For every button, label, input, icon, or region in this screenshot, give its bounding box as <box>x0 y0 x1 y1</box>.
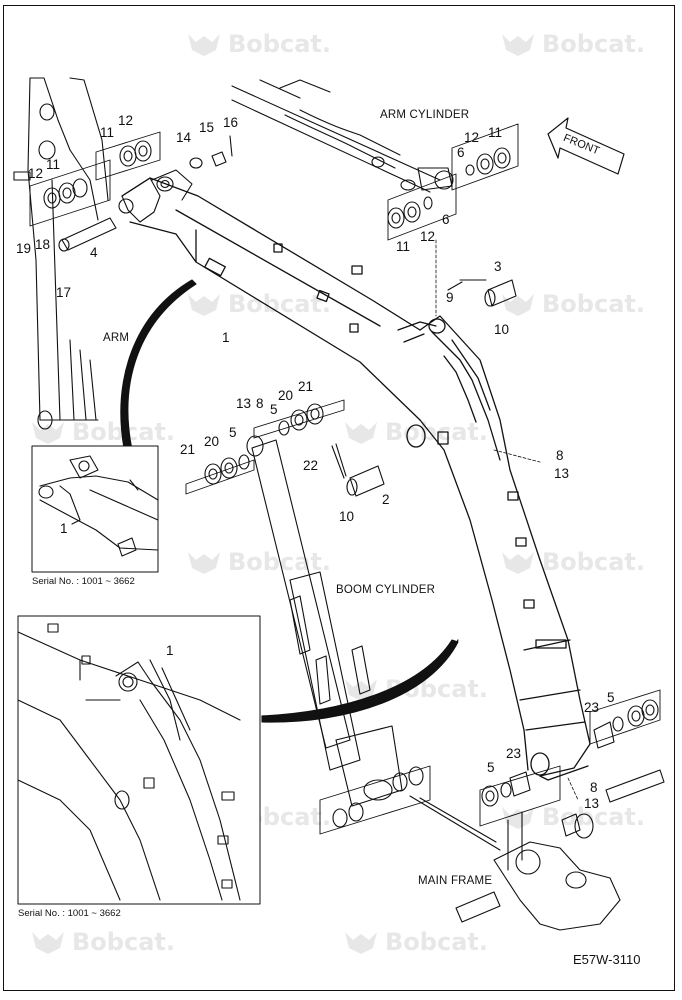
callout: 21 <box>180 442 196 457</box>
callout: 18 <box>35 237 51 252</box>
callout: 20 <box>204 434 220 449</box>
callout: 16 <box>223 115 239 130</box>
serial-upper-caption: Serial No. : 1001 ~ 3662 <box>32 576 135 587</box>
callout: 12 <box>464 130 480 145</box>
callout: 20 <box>278 388 294 403</box>
boom-cylinder <box>246 435 403 807</box>
callout: 5 <box>270 402 278 417</box>
callout: 4 <box>90 245 98 260</box>
callout: 13 <box>554 466 570 481</box>
bobcat-head-icon <box>500 803 536 831</box>
callout: 13 <box>584 796 600 811</box>
watermark: Bobcat. <box>500 290 645 318</box>
callout: 13 <box>236 396 252 411</box>
callout: 12 <box>28 166 44 181</box>
callout: 11 <box>488 125 503 140</box>
callout: 2 <box>382 492 390 507</box>
watermark: Bobcat. <box>500 30 645 58</box>
callout: 23 <box>584 700 600 715</box>
callout: 8 <box>590 780 598 795</box>
boom-cylinder-caption: BOOM CYLINDER <box>336 584 436 596</box>
watermark: Bobcat. <box>500 548 645 576</box>
serial-lower-caption: Serial No. : 1001 ~ 3662 <box>18 908 121 919</box>
callout: 1 <box>60 521 68 536</box>
inset-serial-upper <box>31 445 159 573</box>
callout: 5 <box>487 760 495 775</box>
watermark: Bobcat. <box>30 928 175 956</box>
callout: 11 <box>100 125 115 140</box>
callout: 8 <box>256 396 264 411</box>
arm-cylinder-caption: ARM CYLINDER <box>380 109 470 121</box>
callout: 23 <box>506 746 522 761</box>
bobcat-head-icon <box>30 418 66 446</box>
page-border <box>3 5 675 991</box>
callout: 12 <box>118 113 134 128</box>
arm-outline <box>13 77 109 430</box>
arm-cylinder <box>231 79 454 193</box>
main-frame-caption: MAIN FRAME <box>418 875 493 887</box>
callout: 6 <box>457 145 465 160</box>
callout: 14 <box>176 130 192 145</box>
bobcat-head-icon <box>500 548 536 576</box>
watermark: Bobcat. <box>186 548 331 576</box>
bobcat-head-icon <box>186 290 222 318</box>
leader-lines <box>435 239 579 801</box>
callout: 1 <box>222 330 230 345</box>
bobcat-head-icon <box>186 548 222 576</box>
callout: 19 <box>16 241 32 256</box>
watermark: Bobcat. <box>186 30 331 58</box>
arm-caption: ARM <box>103 332 130 344</box>
callout: 11 <box>396 239 411 254</box>
callout: 3 <box>494 259 502 274</box>
callout: 21 <box>298 379 314 394</box>
callout: 22 <box>303 458 319 473</box>
pins <box>58 217 665 923</box>
boom-head <box>118 169 193 223</box>
callout: 10 <box>494 322 510 337</box>
callout: 15 <box>199 120 215 135</box>
washers <box>43 135 659 828</box>
bobcat-head-icon <box>343 675 379 703</box>
callout: 8 <box>556 448 564 463</box>
inset-serial-lower <box>17 615 261 905</box>
callout: 12 <box>420 229 436 244</box>
callout: 5 <box>607 690 615 705</box>
callout: 6 <box>442 212 450 227</box>
bobcat-head-icon <box>343 418 379 446</box>
front-arrow-icon <box>547 117 625 175</box>
main-frame <box>409 795 621 931</box>
watermark: Bobcat. <box>343 928 488 956</box>
callout: 1 <box>166 643 174 658</box>
bobcat-head-icon <box>500 290 536 318</box>
callout: 11 <box>46 157 61 172</box>
boom-body <box>121 177 591 781</box>
callout: 10 <box>339 509 355 524</box>
callout: 9 <box>446 290 454 305</box>
bobcat-head-icon <box>343 928 379 956</box>
bobcat-head-icon <box>186 30 222 58</box>
figure-code: E57W-3110 <box>573 952 641 967</box>
bobcat-head-icon <box>30 928 66 956</box>
callout: 5 <box>229 425 237 440</box>
bobcat-head-icon <box>500 30 536 58</box>
callout: 17 <box>56 285 72 300</box>
